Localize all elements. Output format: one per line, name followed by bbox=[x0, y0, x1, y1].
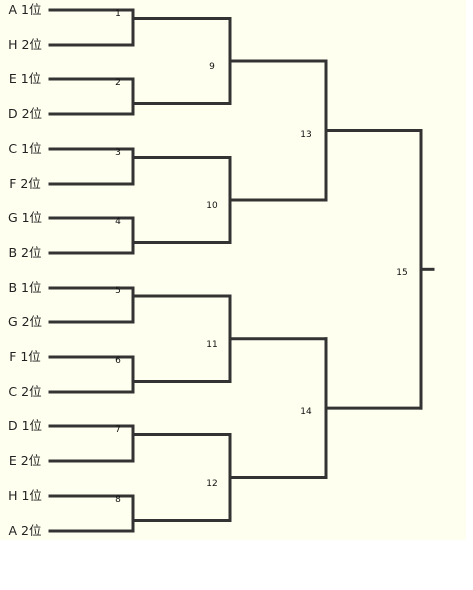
match-number: 6 bbox=[115, 355, 121, 366]
match-number: 5 bbox=[115, 286, 121, 296]
match-number: 4 bbox=[115, 216, 121, 227]
match-number: 15 bbox=[396, 268, 408, 279]
team-label: H 1位 bbox=[8, 488, 42, 503]
match-number: 11 bbox=[206, 339, 218, 350]
team-label: G 2位 bbox=[7, 314, 43, 329]
match-number: 12 bbox=[206, 478, 218, 489]
team-label: C 1位 bbox=[8, 141, 42, 156]
bracket-lines bbox=[48, 8, 435, 533]
match-number: 10 bbox=[206, 201, 218, 211]
match-number: 14 bbox=[300, 407, 312, 418]
match-number: 1 bbox=[115, 8, 121, 19]
match-number: 9 bbox=[209, 62, 215, 72]
team-label: F 1位 bbox=[9, 349, 41, 364]
team-label: B 2位 bbox=[8, 245, 42, 260]
team-label: H 2位 bbox=[8, 37, 42, 52]
match-number: 3 bbox=[115, 147, 121, 158]
team-label: A 2位 bbox=[8, 523, 42, 538]
team-label: E 1位 bbox=[8, 71, 42, 86]
match-number: 7 bbox=[115, 424, 121, 435]
team-label: C 2位 bbox=[8, 384, 42, 399]
match-number: 13 bbox=[300, 129, 312, 140]
match-number: 2 bbox=[115, 77, 121, 88]
team-label: B 1位 bbox=[8, 280, 42, 295]
bracket-area: A 1位 H 2位 E 1位 D 2位 C 1位 F 2位 G 1位 B 2位 B 1位 G 2位… bbox=[0, 0, 466, 540]
team-label: E 2位 bbox=[8, 453, 42, 468]
team-label: A 1位 bbox=[8, 2, 42, 17]
team-label: D 2位 bbox=[7, 106, 43, 121]
team-label: G 1位 bbox=[7, 210, 43, 225]
team-label: D 1位 bbox=[7, 418, 43, 433]
match-number: 8 bbox=[115, 494, 121, 505]
team-label: F 2位 bbox=[9, 176, 41, 191]
